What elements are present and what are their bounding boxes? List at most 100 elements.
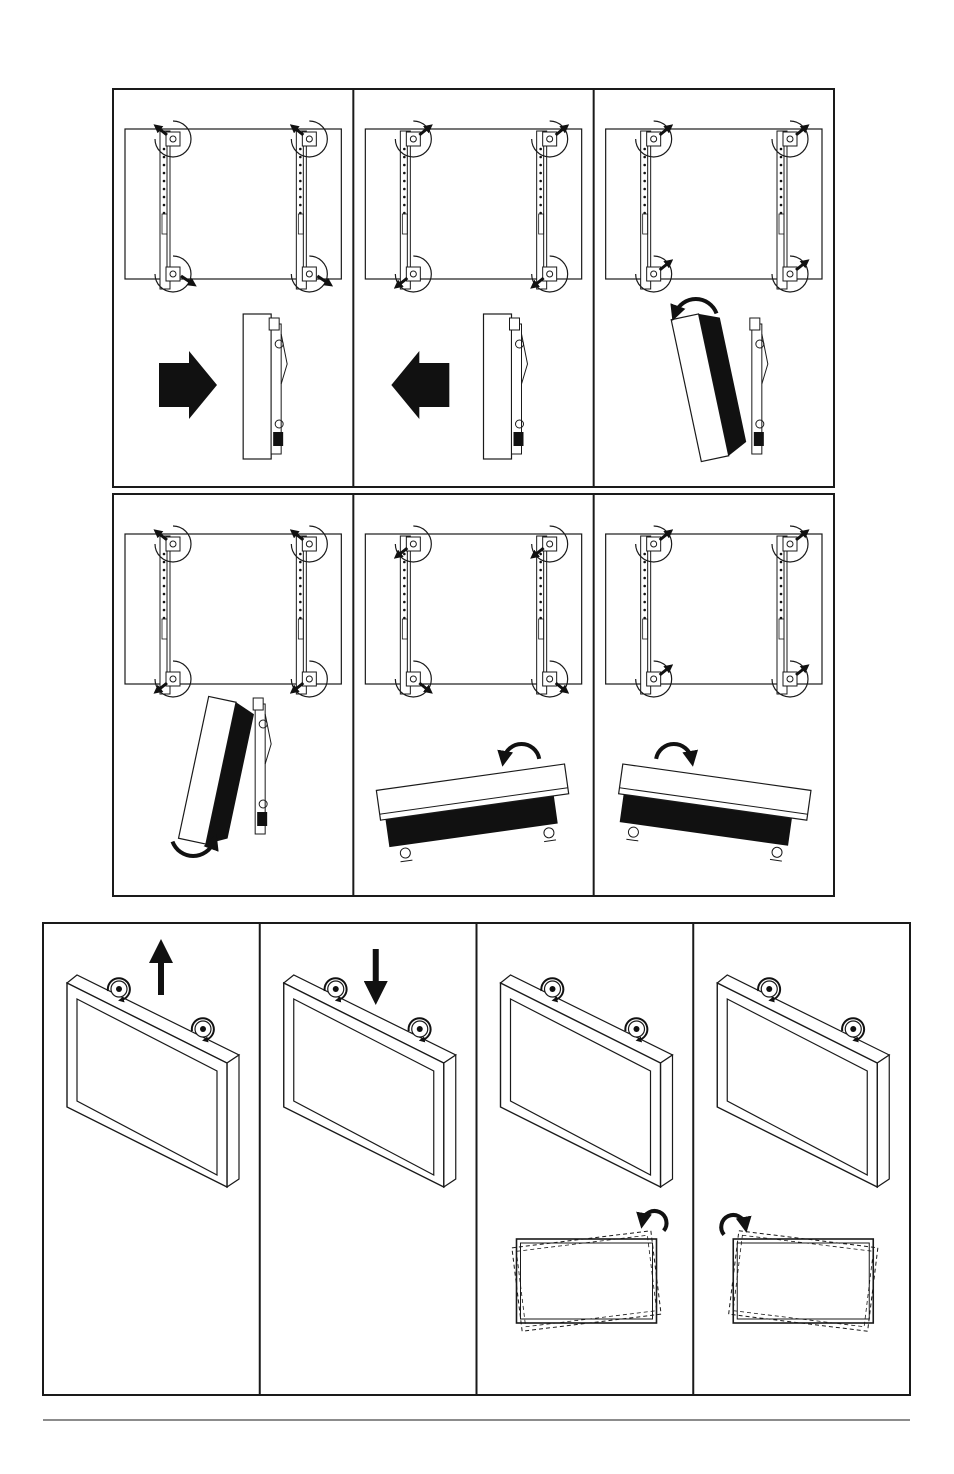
bracket-hole bbox=[780, 156, 783, 159]
frame-current-inner bbox=[521, 1243, 653, 1319]
rotation-outline-group bbox=[512, 1231, 661, 1331]
leveling-base bbox=[626, 839, 638, 841]
bracket-hole bbox=[643, 180, 646, 183]
bracket-hole bbox=[299, 601, 302, 604]
knob-body bbox=[166, 132, 180, 146]
bracket-bottom-clamp bbox=[273, 432, 283, 446]
panel-l3 bbox=[501, 975, 673, 1331]
bracket-hole bbox=[299, 164, 302, 167]
bracket-hole bbox=[299, 196, 302, 199]
bracket-hole bbox=[780, 593, 783, 596]
bracket-hole bbox=[643, 585, 646, 588]
bracket-hole bbox=[163, 156, 166, 159]
knob-center bbox=[850, 1026, 856, 1032]
bracket-hole bbox=[539, 148, 542, 151]
bracket-hole bbox=[299, 593, 302, 596]
knob-body bbox=[166, 267, 180, 281]
knob-direction-arrow-icon bbox=[660, 532, 670, 540]
bracket-hole bbox=[780, 609, 783, 612]
bracket-hole bbox=[539, 577, 542, 580]
bracket-hole bbox=[403, 188, 406, 191]
bracket-top-hook bbox=[253, 698, 263, 710]
panel-u5 bbox=[365, 526, 581, 864]
bracket-hole bbox=[163, 172, 166, 175]
bracket-hole bbox=[403, 172, 406, 175]
bracket-hole bbox=[780, 577, 783, 580]
knob-body bbox=[543, 537, 557, 551]
knob-center bbox=[116, 986, 122, 992]
knob-body bbox=[406, 267, 420, 281]
left-bracket bbox=[636, 121, 672, 292]
rotate-ccw-arrow-icon bbox=[643, 1211, 667, 1231]
bracket-hole bbox=[403, 156, 406, 159]
bracket-hole bbox=[539, 196, 542, 199]
panel-l4 bbox=[717, 975, 889, 1331]
bracket-top-hook bbox=[510, 318, 520, 330]
frame-rotated-dashed-inner bbox=[733, 1235, 873, 1327]
rotate-cw-arrow-icon bbox=[172, 842, 213, 856]
bracket-hole bbox=[643, 609, 646, 612]
upper-grid bbox=[113, 89, 834, 896]
bracket-hole bbox=[643, 196, 646, 199]
bracket-hole bbox=[403, 577, 406, 580]
left-bracket bbox=[155, 121, 193, 292]
bracket-hole bbox=[780, 196, 783, 199]
display-body bbox=[243, 314, 271, 459]
knob-center bbox=[766, 986, 772, 992]
bracket-hole bbox=[780, 569, 783, 572]
knob-center bbox=[200, 1026, 206, 1032]
bracket-hole bbox=[299, 148, 302, 151]
knob-direction-arrow-icon bbox=[556, 127, 566, 135]
wall-plate-outline bbox=[606, 129, 822, 279]
right-bracket bbox=[772, 526, 808, 697]
knob-body bbox=[302, 267, 316, 281]
leveling-knob-icon bbox=[628, 826, 639, 837]
display-perspective bbox=[501, 975, 673, 1187]
knob-body bbox=[166, 672, 180, 686]
display-side-face bbox=[661, 1055, 673, 1187]
bracket-hole bbox=[299, 180, 302, 183]
bracket-hole bbox=[163, 593, 166, 596]
bracket-hole bbox=[163, 553, 166, 556]
bracket-hole bbox=[403, 164, 406, 167]
bracket-hole bbox=[163, 196, 166, 199]
bracket-hole bbox=[299, 609, 302, 612]
bracket-hole bbox=[780, 204, 783, 207]
knob-direction-arrow-icon bbox=[660, 262, 670, 270]
knob-body bbox=[543, 132, 557, 146]
bracket-hole bbox=[780, 180, 783, 183]
bracket-hole bbox=[643, 172, 646, 175]
knob-body bbox=[783, 132, 797, 146]
display-perspective bbox=[67, 975, 239, 1187]
arrow-left-icon bbox=[391, 351, 449, 419]
bracket-hole bbox=[539, 569, 542, 572]
knob-body bbox=[783, 537, 797, 551]
left-bracket bbox=[155, 526, 191, 697]
bracket-hole bbox=[643, 204, 646, 207]
bracket-hole bbox=[780, 148, 783, 151]
arrow-right-icon bbox=[159, 351, 217, 419]
bracket-hole bbox=[403, 204, 406, 207]
bracket-hole bbox=[539, 172, 542, 175]
left-bracket bbox=[395, 526, 431, 697]
frame-current bbox=[733, 1239, 873, 1323]
knob-body bbox=[406, 672, 420, 686]
frame-rotated-dashed bbox=[512, 1231, 661, 1331]
bracket-hole bbox=[163, 585, 166, 588]
bracket-top-hook bbox=[750, 318, 760, 330]
knob-body bbox=[783, 672, 797, 686]
bracket-hole bbox=[403, 180, 406, 183]
panel-l1 bbox=[67, 951, 239, 1187]
bracket-side-view bbox=[510, 318, 528, 454]
display-side-face bbox=[444, 1055, 456, 1187]
bracket-hole bbox=[299, 172, 302, 175]
knob-body bbox=[543, 672, 557, 686]
leveling-knob-icon bbox=[543, 827, 554, 838]
wall-plate-outline bbox=[125, 129, 341, 279]
leveling-knob-icon bbox=[400, 847, 411, 858]
display-top-view bbox=[613, 764, 811, 864]
bracket-hole bbox=[539, 609, 542, 612]
frame-rotated-dashed-inner bbox=[516, 1235, 656, 1327]
bracket-hole bbox=[643, 188, 646, 191]
